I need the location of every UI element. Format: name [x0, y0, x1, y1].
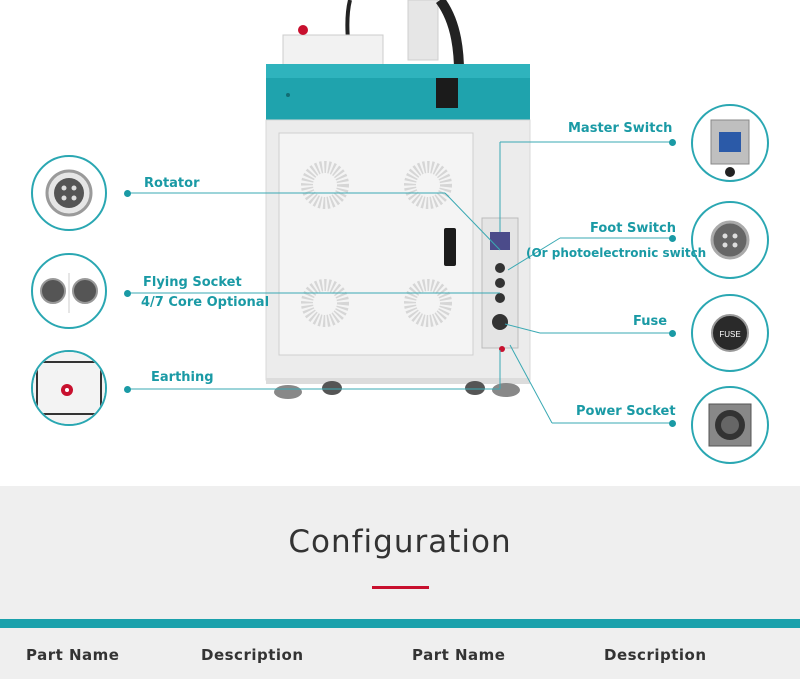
master-switch-inset	[691, 104, 769, 182]
power-socket-icon	[708, 403, 752, 447]
foot-switch-inset	[691, 201, 769, 279]
fuse-inset: FUSE	[691, 294, 769, 372]
product-diagram: FUSE Rotator Flying Socket 4/7 Core Opti…	[31, 0, 769, 464]
earth-terminal-icon	[33, 352, 105, 424]
header-description-1: Description	[201, 646, 304, 664]
power-socket-inset	[691, 386, 769, 464]
flying-socket-sub-label: 4/7 Core Optional	[141, 295, 270, 310]
flying-socket-dot	[124, 290, 131, 297]
four-pin-connector-icon	[45, 169, 93, 217]
foot-switch-label: Foot Switch	[590, 221, 676, 236]
earthing-label: Earthing	[151, 370, 214, 385]
breaker-switch-icon	[710, 119, 750, 177]
power-socket-label: Power Socket	[576, 404, 676, 419]
flying-socket-label: Flying Socket	[143, 275, 242, 290]
machine-illustration	[126, 0, 672, 424]
header-part-name-2: Part Name	[412, 646, 506, 664]
title-underline	[372, 586, 429, 589]
fuse-dot	[669, 330, 676, 337]
master-switch-label: Master Switch	[568, 121, 673, 136]
foot-switch-connector-icon	[710, 220, 750, 260]
rotator-label: Rotator	[144, 176, 200, 191]
master-switch-dot	[669, 139, 676, 146]
flying-socket-inset	[31, 253, 107, 329]
configuration-title: Configuration	[288, 524, 512, 560]
power-socket-dot	[669, 420, 676, 427]
table-top-bar	[0, 619, 800, 628]
earthing-dot	[124, 386, 131, 393]
rotator-dot	[124, 190, 131, 197]
foot-switch-sub-label: (Or photoelectronic switch	[526, 246, 707, 260]
fuse-label: Fuse	[633, 314, 668, 329]
header-description-2: Description	[604, 646, 707, 664]
fuse-text: FUSE	[719, 330, 740, 339]
fuse-holder-icon: FUSE	[711, 314, 749, 352]
socket-pair-icon	[40, 273, 98, 313]
earthing-inset	[31, 350, 107, 426]
rotator-inset	[31, 155, 107, 231]
header-part-name-1: Part Name	[26, 646, 120, 664]
foot-switch-dot	[669, 235, 676, 242]
configuration-section: Configuration Part Name Description Part…	[0, 486, 800, 679]
